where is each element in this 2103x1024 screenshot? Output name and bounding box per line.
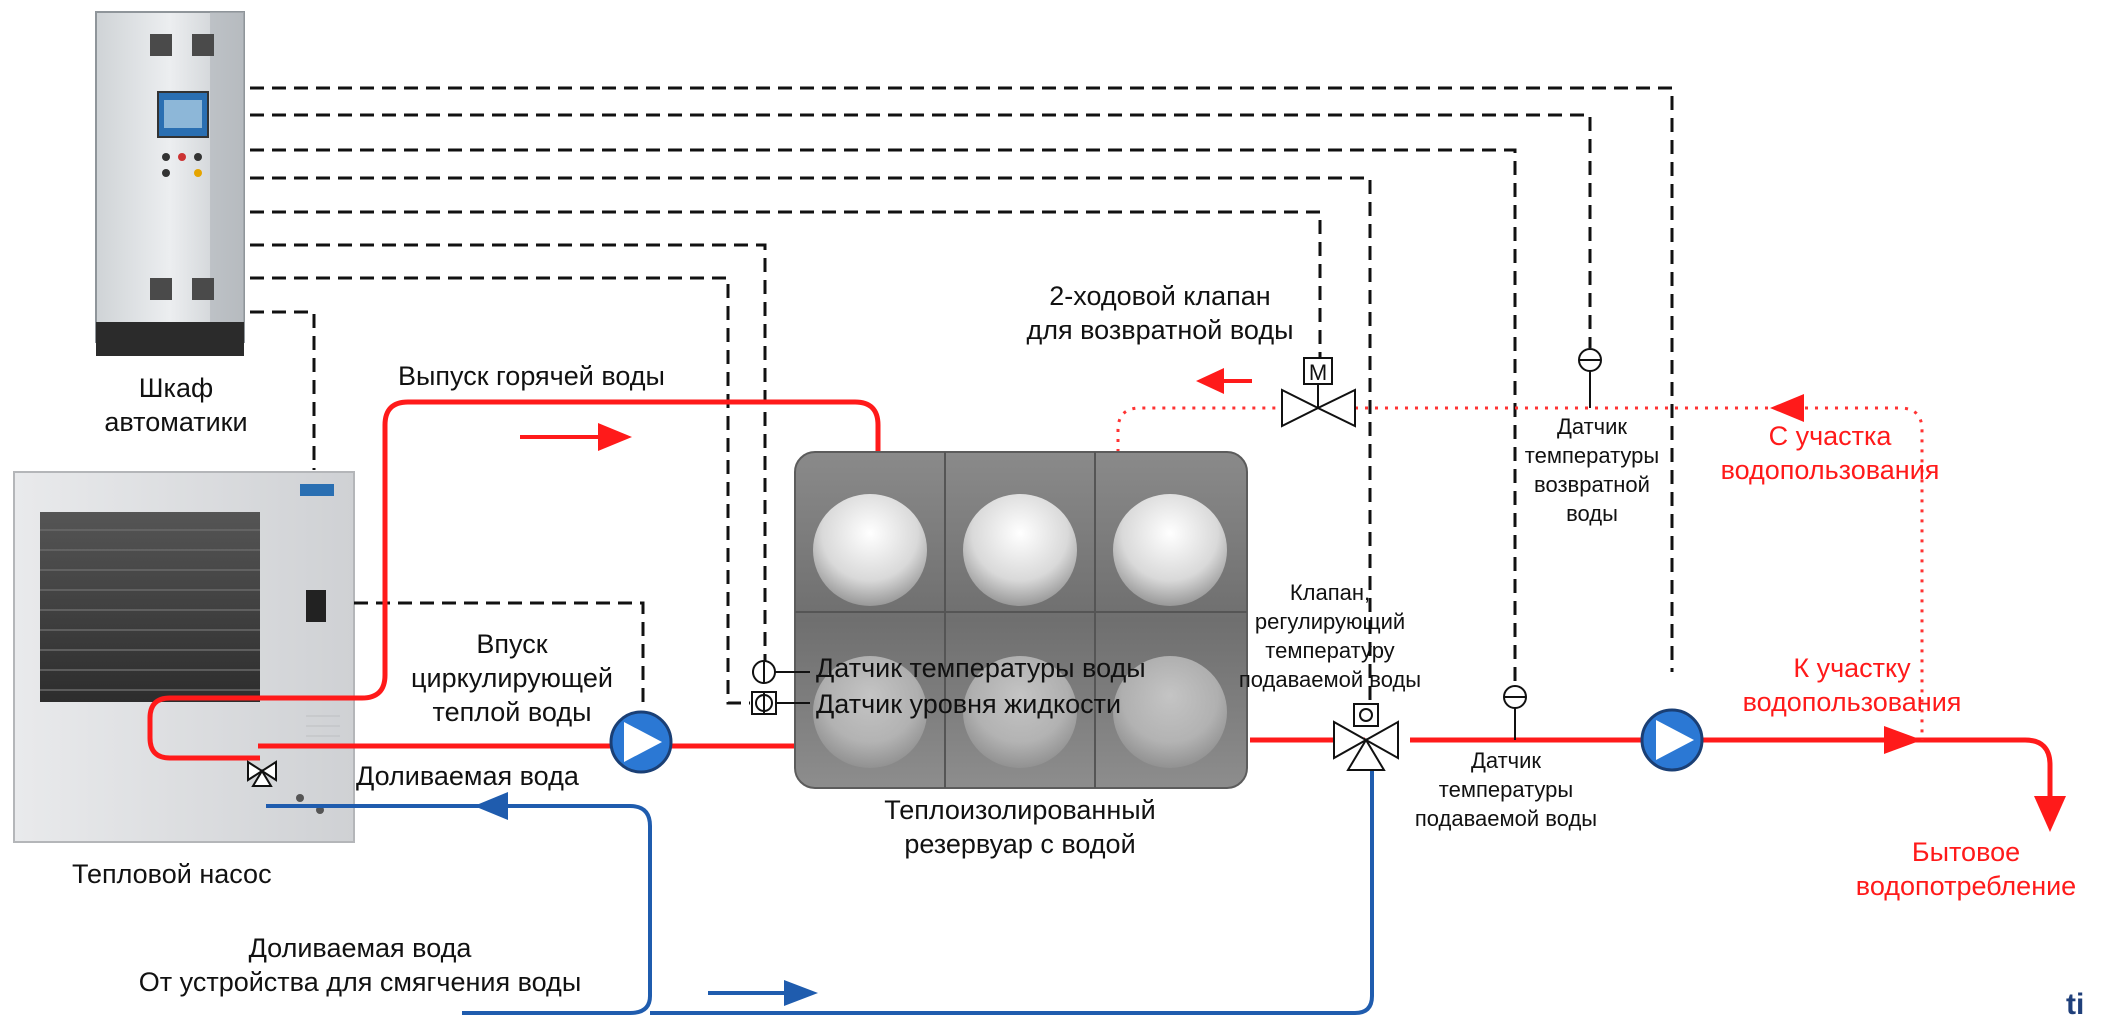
arrow-hot-right [520,423,632,451]
to-usage-area-label: К участку водопользования [1742,653,1962,717]
return-temperature-sensor-icon [1578,348,1602,408]
tank-label: Теплоизолированный резервуар с водой [884,795,1156,859]
heat-pump-three-way-valve-icon [247,760,277,787]
circulation-pump-icon [609,710,673,774]
hot-water-pipes [147,399,2053,812]
return-temperature-sensor-label: Датчик температуры возвратной воды [1524,414,1660,527]
water-temperature-sensor-label: Датчик температуры воды [816,653,1146,683]
makeup-water-label: Доливаемая вода [356,761,579,791]
arrow-makeup-left [474,792,508,820]
two-way-return-valve-icon: M [1281,357,1356,428]
heat-pump-unit [13,471,355,843]
domestic-consumption-label: Бытовое водопотребление [1855,837,2077,901]
supply-temperature-sensor-icon [1503,685,1527,740]
arrow-domestic-down [2034,796,2066,832]
return-water-line [1116,406,1924,740]
arrow-from-area-left [1770,394,1804,422]
supply-pump-icon [1640,708,1704,772]
cabinet-label: Шкаф автоматики [104,373,248,437]
arrow-makeup-right [708,980,818,1006]
insulated-water-tank [794,451,1248,789]
water-temperature-sensor-icon [752,660,810,684]
liquid-level-sensor-label: Датчик уровня жидкости [816,689,1122,719]
from-usage-area-label: С участка водопользования [1720,421,1940,485]
valve-actuator-label: M [1309,360,1327,385]
heat-pump-label: Тепловой насос [72,859,272,889]
two-way-valve-label: 2-ходовой клапан для возвратной воды [1026,281,1294,345]
circulation-inlet-label: Впуск циркулирующей теплой воды [411,629,613,727]
makeup-source-label: Доливаемая вода От устройства для смягче… [138,933,582,997]
arrow-to-area-right [1884,726,1922,754]
supply-valve-label: Клапан, регулирующий температуру подавае… [1238,580,1422,693]
makeup-water-pipes [266,768,1374,1015]
supply-temperature-sensor-label: Датчик температуры подаваемой воды [1414,748,1598,832]
liquid-level-sensor-icon [751,691,810,715]
arrow-return-left [1196,368,1252,394]
supply-mixing-valve-icon [1333,703,1399,771]
control-cabinet [95,11,245,356]
hot-outlet-label: Выпуск горячей воды [398,361,665,391]
cut-off-text: ti [2066,988,2085,1021]
